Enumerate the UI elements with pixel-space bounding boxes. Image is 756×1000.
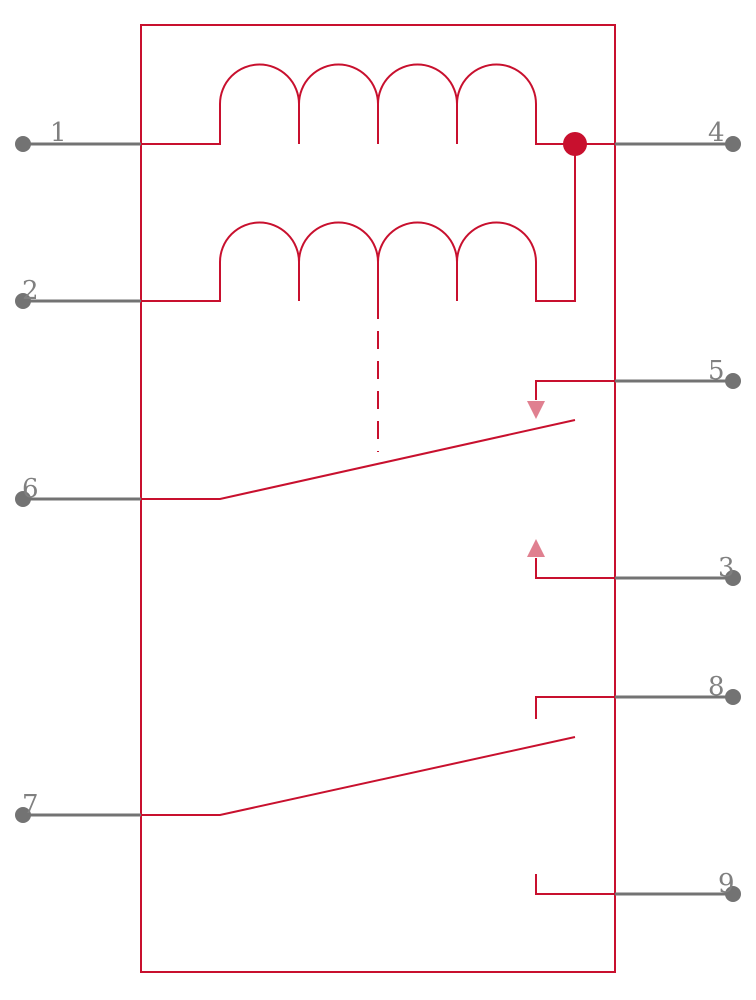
pin-6[interactable]: 6 <box>15 474 141 507</box>
pin-3-dot <box>725 570 741 586</box>
junction-dot <box>563 132 587 156</box>
pin-3-label: 3 <box>718 553 735 583</box>
arrow-down-icon <box>527 401 545 419</box>
pin-2-label: 2 <box>22 276 39 306</box>
pin-1-dot <box>15 136 31 152</box>
pin-9-dot <box>725 886 741 902</box>
pin-7-dot <box>15 807 31 823</box>
pin-4-dot <box>725 136 741 152</box>
switch-1-common <box>141 419 576 500</box>
switch-1-contact-3 <box>535 558 615 579</box>
pin-9[interactable]: 9 <box>615 869 741 902</box>
coil-upper <box>141 63 615 145</box>
pin-1[interactable]: 1 <box>15 118 141 152</box>
pin-5-label: 5 <box>708 356 725 386</box>
pin-8[interactable]: 8 <box>615 672 741 705</box>
arrow-up-icon <box>527 539 545 557</box>
pin-3[interactable]: 3 <box>615 553 741 586</box>
pin-6-dot <box>15 491 31 507</box>
switch-2-contact-9 <box>535 874 615 895</box>
pin-9-label: 9 <box>718 869 735 899</box>
pin-2-dot <box>15 293 31 309</box>
switch-2-contact-8 <box>535 696 615 719</box>
pin-5-dot <box>725 373 741 389</box>
pin-1-label: 1 <box>50 118 67 148</box>
pin-4-label: 4 <box>708 118 725 148</box>
switch-2-common <box>141 736 576 816</box>
pin-8-label: 8 <box>708 672 725 702</box>
pin-6-label: 6 <box>22 474 39 504</box>
switch-1-contact-5 <box>535 380 615 400</box>
pin-2[interactable]: 2 <box>15 276 141 309</box>
pin-5[interactable]: 5 <box>615 356 741 389</box>
pin-7[interactable]: 7 <box>15 790 141 823</box>
pin-4[interactable]: 4 <box>615 118 741 152</box>
pin-7-label: 7 <box>22 790 39 820</box>
coil-lower <box>141 144 576 302</box>
pin-8-dot <box>725 689 741 705</box>
